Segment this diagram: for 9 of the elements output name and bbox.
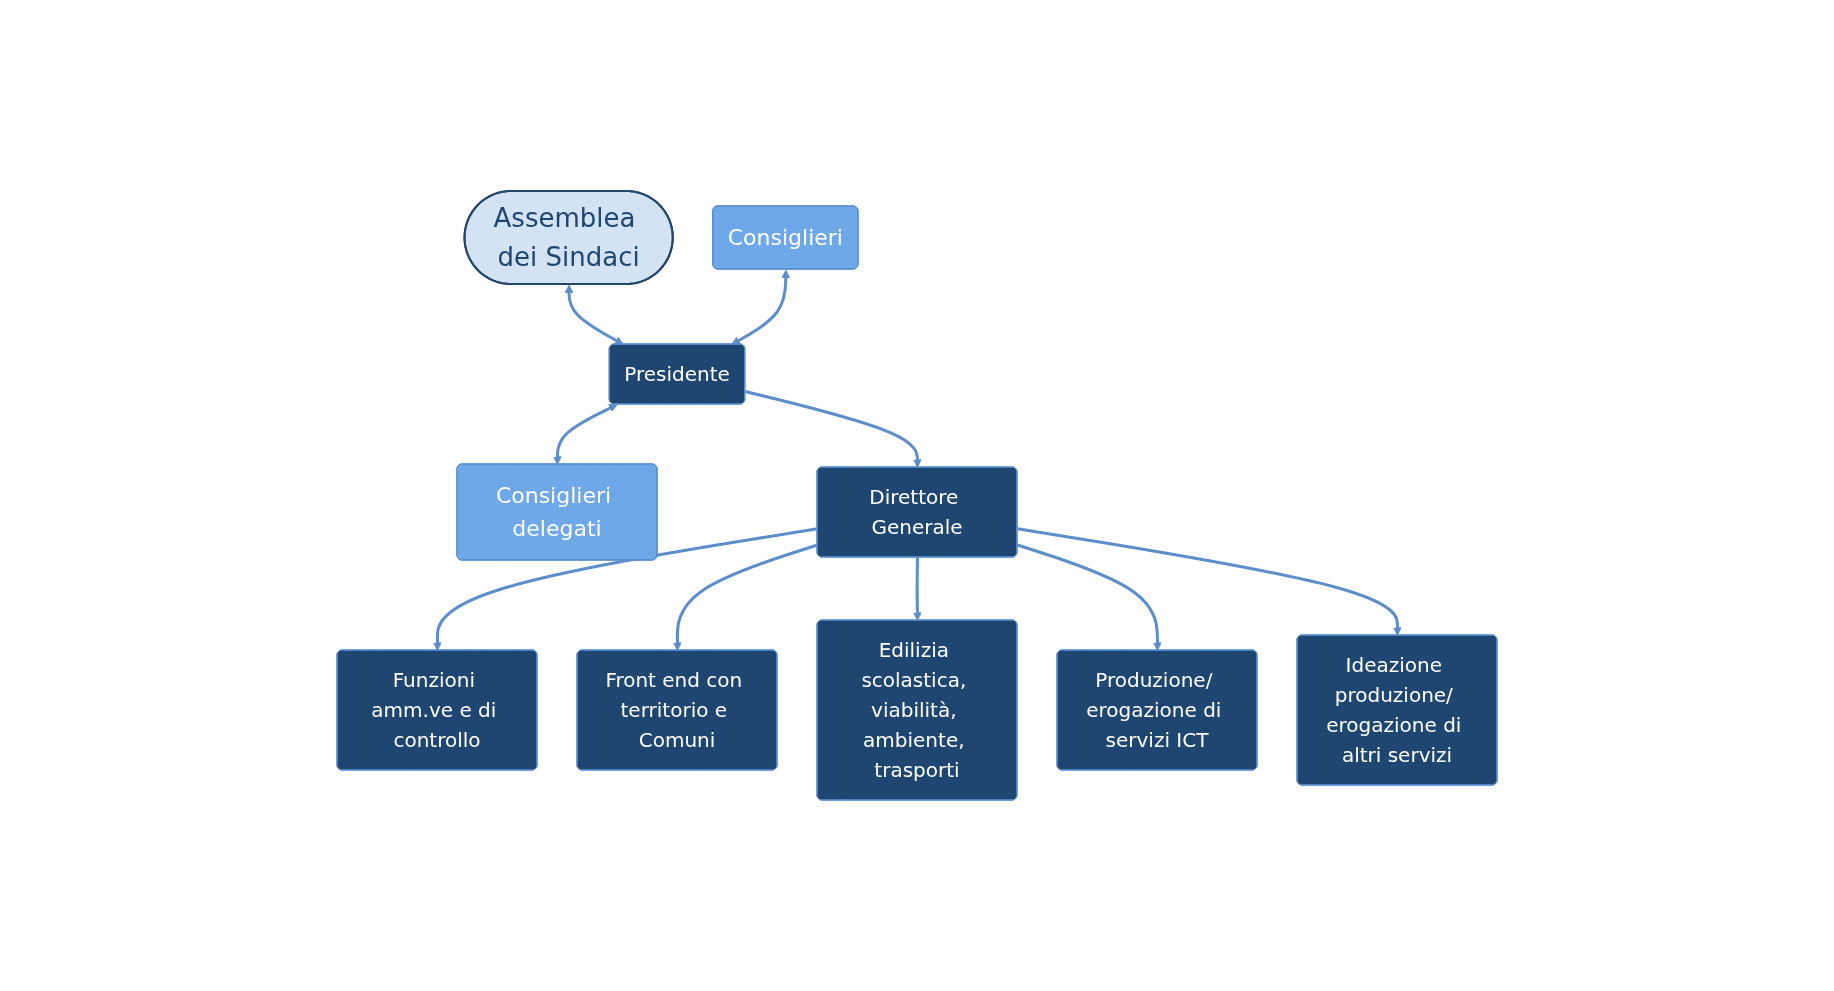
- arrow: [731, 269, 791, 345]
- arrow: [673, 543, 818, 651]
- arrow: [744, 390, 922, 468]
- arrow: [433, 527, 818, 651]
- arrow: [1017, 527, 1402, 636]
- arrow: [912, 557, 922, 621]
- arrow: [552, 404, 618, 465]
- arrow: [564, 284, 624, 345]
- arrow: [1017, 543, 1162, 651]
